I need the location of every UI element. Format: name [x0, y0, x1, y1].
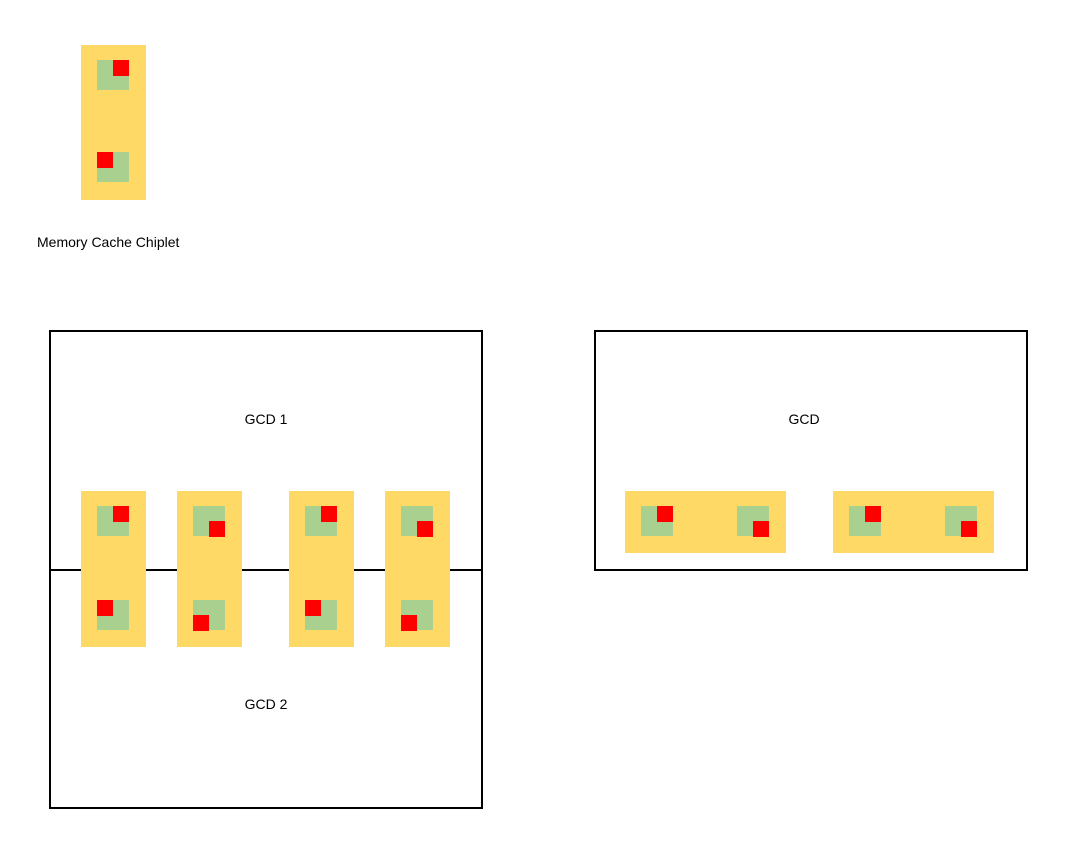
- port-icon: [305, 600, 321, 616]
- single-gcd-package: [594, 330, 1028, 571]
- port-icon: [321, 506, 337, 522]
- mcd-chiplet: [289, 491, 354, 647]
- port-icon: [401, 615, 417, 631]
- mcd-chiplet-horizontal: [833, 491, 994, 553]
- port-icon: [961, 521, 977, 537]
- legend-mcd: [81, 45, 146, 200]
- gcd1-label: GCD 1: [244, 411, 288, 427]
- port-icon: [97, 152, 113, 168]
- gcd-divider: [49, 569, 483, 571]
- mcd-chiplet: [177, 491, 242, 647]
- mcd-chiplet-horizontal: [625, 491, 786, 553]
- port-icon: [209, 521, 225, 537]
- port-icon: [113, 60, 129, 76]
- mcd-label: Memory Cache Chiplet: [37, 234, 180, 250]
- port-icon: [753, 521, 769, 537]
- mcd-chiplet: [81, 491, 146, 647]
- port-icon: [113, 506, 129, 522]
- port-icon: [657, 506, 673, 522]
- port-icon: [193, 615, 209, 631]
- mcd-chiplet: [385, 491, 450, 647]
- port-icon: [865, 506, 881, 522]
- port-icon: [97, 600, 113, 616]
- gcd-label: GCD: [788, 411, 820, 427]
- port-icon: [417, 521, 433, 537]
- gcd2-label: GCD 2: [244, 696, 288, 712]
